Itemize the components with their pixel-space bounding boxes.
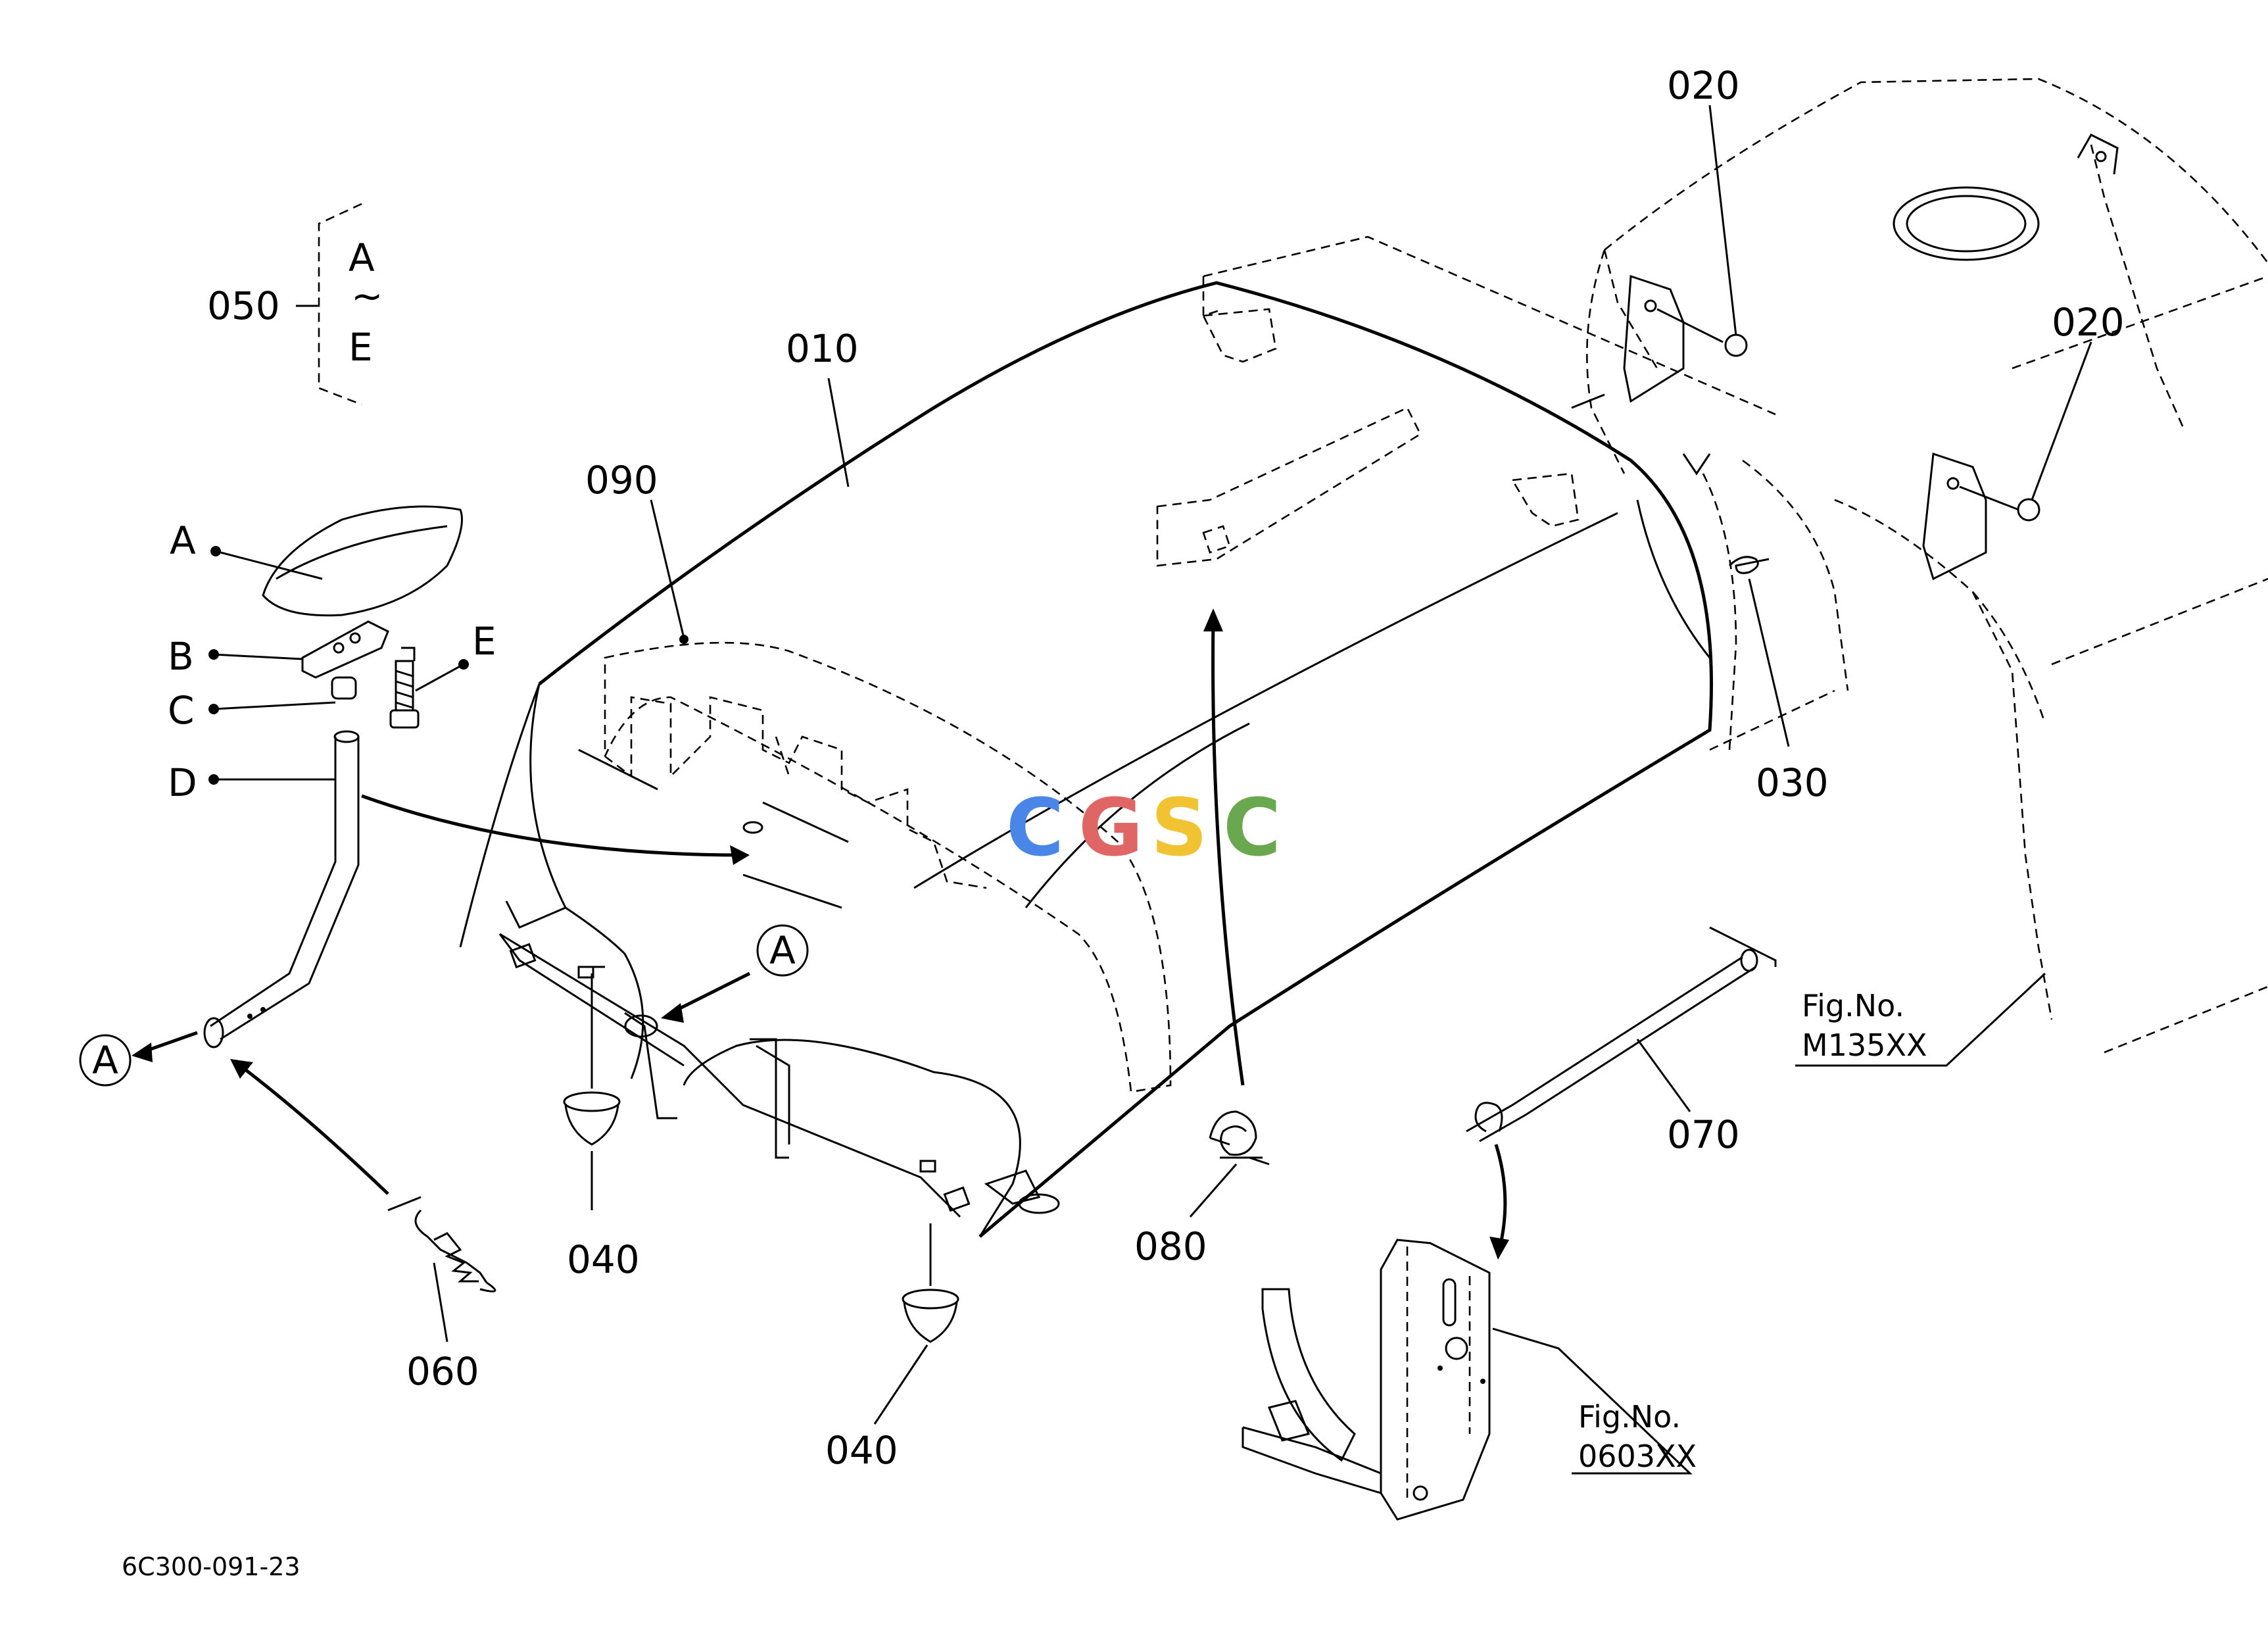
range-from-label: A (349, 235, 375, 280)
fender-outline (1586, 78, 2268, 1054)
fig-ref-lower-line1: Fig.No. (1578, 1399, 1681, 1435)
torsion-spring-080 (1209, 1110, 1270, 1166)
range-to-label: E (349, 325, 373, 370)
range-tilde-label: ~ (351, 274, 383, 318)
label-030: 030 (1756, 760, 1829, 805)
letter-label-b: B (168, 634, 194, 679)
fig-ref-lower-line2: 0603XX (1578, 1438, 1697, 1474)
svg-text:A: A (769, 928, 796, 973)
support-rod-070 (1466, 926, 1777, 1143)
stopper-cap (262, 505, 463, 617)
letter-label-e: E (472, 619, 496, 664)
circle-ref-center: A (756, 924, 809, 977)
svg-text:C: C (1223, 783, 1281, 874)
mount-brackets-dashed (1156, 308, 1580, 567)
fig-ref-upper-line2: M135XX (1802, 1027, 1927, 1063)
letter-label-a: A (170, 518, 196, 563)
drawing-code: 6C300-091-23 (122, 1552, 301, 1581)
insulation-panel-outline (604, 641, 1172, 1093)
label-010: 010 (786, 326, 859, 371)
svg-text:G: G (1078, 783, 1144, 874)
hinge-bracket-upper (1623, 274, 1748, 403)
fig-ref-upper-line1: Fig.No. (1802, 988, 1904, 1023)
svg-text:S: S (1151, 783, 1207, 874)
cushion-040-lower (902, 1223, 959, 1343)
hinge-dashed-line (1203, 235, 1776, 416)
hood-stopper-assembly (203, 505, 463, 1048)
return-spring-060 (387, 1196, 496, 1292)
letter-label-c: C (168, 688, 195, 733)
label-040-lower: 040 (825, 1428, 898, 1473)
stopper-collar (331, 676, 357, 700)
hood-catch-030 (1728, 556, 1770, 574)
stopper-plate (301, 620, 389, 679)
side-bracket-0603xx (1242, 1239, 1491, 1521)
label-020-upper: 020 (1667, 63, 1740, 108)
label-070: 070 (1667, 1112, 1740, 1157)
hood-prop-rod (210, 737, 337, 1027)
label-020-lower: 020 (2052, 300, 2125, 345)
svg-text:C: C (1006, 783, 1064, 874)
leader-lines (208, 105, 2092, 1475)
circle-ref-left: A (79, 1034, 132, 1087)
label-060: 060 (406, 1349, 479, 1394)
arrows (132, 608, 1509, 1260)
label-040-upper: 040 (567, 1237, 640, 1282)
hood-panel (459, 281, 1713, 1238)
watermark-logo: C G S C (1006, 783, 1281, 874)
hinge-bracket-lower (1922, 452, 2040, 581)
stopper-screw (389, 660, 420, 729)
label-090: 090 (585, 458, 658, 503)
cushion-040-upper (563, 966, 621, 1146)
label-080: 080 (1134, 1224, 1207, 1269)
letter-label-d: D (168, 760, 197, 805)
label-050: 050 (207, 283, 280, 328)
svg-text:A: A (92, 1038, 118, 1083)
